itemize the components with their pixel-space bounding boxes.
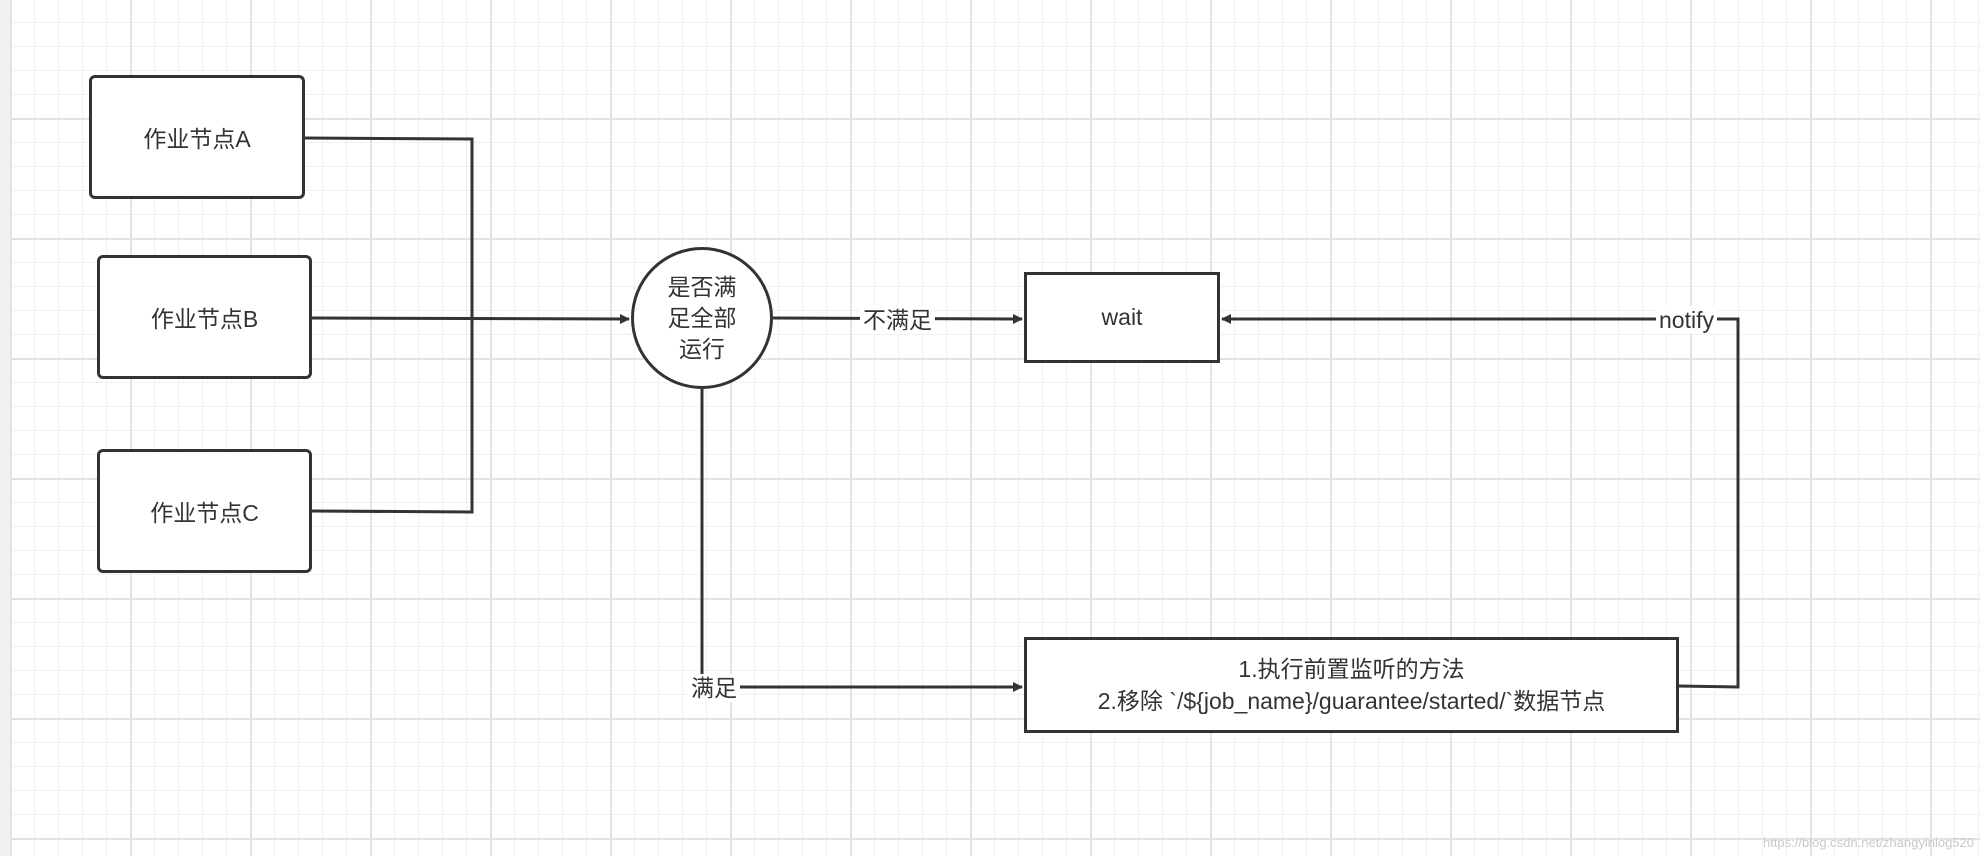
edge-label-satisfied: 满足 bbox=[688, 674, 740, 702]
job-node-b[interactable]: 作业节点B bbox=[97, 255, 312, 379]
decision-line-3: 运行 bbox=[679, 335, 725, 362]
action-line-2: 2.移除 `/${job_name}/guarantee/started/`数据… bbox=[1097, 688, 1606, 714]
job-node-a[interactable]: 作业节点A bbox=[89, 75, 305, 199]
watermark: https://blog.csdn.net/zhangyinlog520 bbox=[1762, 835, 1974, 850]
action-line-1: 1.执行前置监听的方法 bbox=[1238, 656, 1465, 682]
job-node-b-label: 作业节点B bbox=[150, 306, 259, 332]
canvas-margin bbox=[0, 0, 10, 856]
wait-label: wait bbox=[1101, 304, 1143, 330]
decision-line-1: 是否满 bbox=[667, 273, 737, 300]
job-node-c[interactable]: 作业节点C bbox=[97, 449, 312, 573]
edge-action-notify-wait bbox=[1221, 314, 1740, 689]
action-node[interactable]: 1.执行前置监听的方法 2.移除 `/${job_name}/guarantee… bbox=[1024, 637, 1679, 733]
edge-b-to-decision bbox=[311, 313, 630, 324]
edge-label-not-satisfied: 不满足 bbox=[860, 306, 935, 334]
edge-label-notify: notify bbox=[1656, 306, 1717, 334]
edge-decision-to-action bbox=[700, 389, 1023, 692]
edge-a-to-bus bbox=[304, 136, 474, 514]
decision-line-2: 足全部 bbox=[667, 304, 737, 331]
job-node-c-label: 作业节点C bbox=[150, 500, 259, 526]
wait-node[interactable]: wait bbox=[1024, 272, 1220, 363]
decision-node[interactable]: 是否满 足全部 运行 bbox=[631, 247, 773, 389]
job-node-a-label: 作业节点A bbox=[143, 126, 251, 152]
